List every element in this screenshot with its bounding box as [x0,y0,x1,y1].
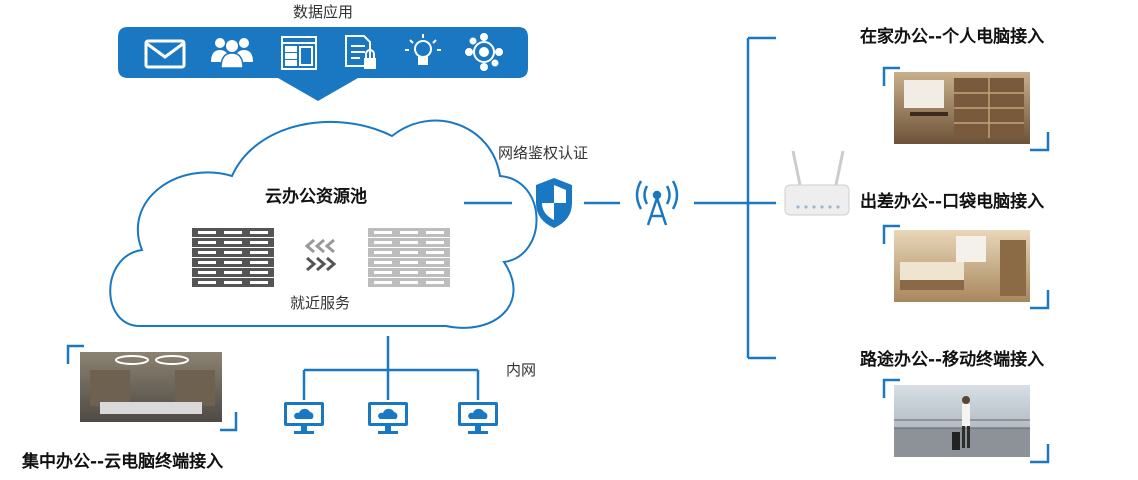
secure-document-icon[interactable] [345,35,376,69]
connection-lines [302,36,776,400]
on-the-road-photo [894,385,1030,457]
users-icon[interactable] [211,38,253,69]
photo-frame-brackets [882,224,1050,310]
mobile-office-label: 路途办公--移动终端接入 [860,350,1045,370]
photo-frame-brackets [66,344,238,432]
hotel-room-photo [894,230,1030,302]
shield-icon [536,178,572,228]
app-window-icon[interactable] [281,36,317,70]
sync-arrows-icon [304,238,337,272]
central-office-label: 集中办公--云电脑终端接入 [22,452,224,472]
home-office-label: 在家办公--个人电脑接入 [860,27,1045,47]
router-icon [784,150,850,216]
gear-network-icon[interactable] [465,33,503,71]
cloud-subtitle: 就近服务 [289,294,351,312]
apps-banner [118,27,528,101]
auth-label: 网络鉴权认证 [498,144,589,162]
intranet-label: 内网 [506,361,537,379]
travel-office-label: 出差办公--口袋电脑接入 [860,192,1045,212]
server-rack-light [368,228,450,287]
monitor-icon [368,402,408,434]
lightbulb-icon[interactable] [405,34,441,65]
apps-title: 数据应用 [292,3,354,21]
mail-icon[interactable] [144,39,186,69]
home-office-photo [894,72,1030,144]
server-rack-dark [192,228,274,287]
monitor-icon [284,402,324,434]
monitor-icon [458,402,498,434]
central-office-photo [80,352,222,422]
photo-frame-brackets [882,66,1050,152]
antenna-icon [635,180,679,226]
cloud-title: 云办公资源池 [265,187,367,207]
photo-frame-brackets [882,378,1050,464]
